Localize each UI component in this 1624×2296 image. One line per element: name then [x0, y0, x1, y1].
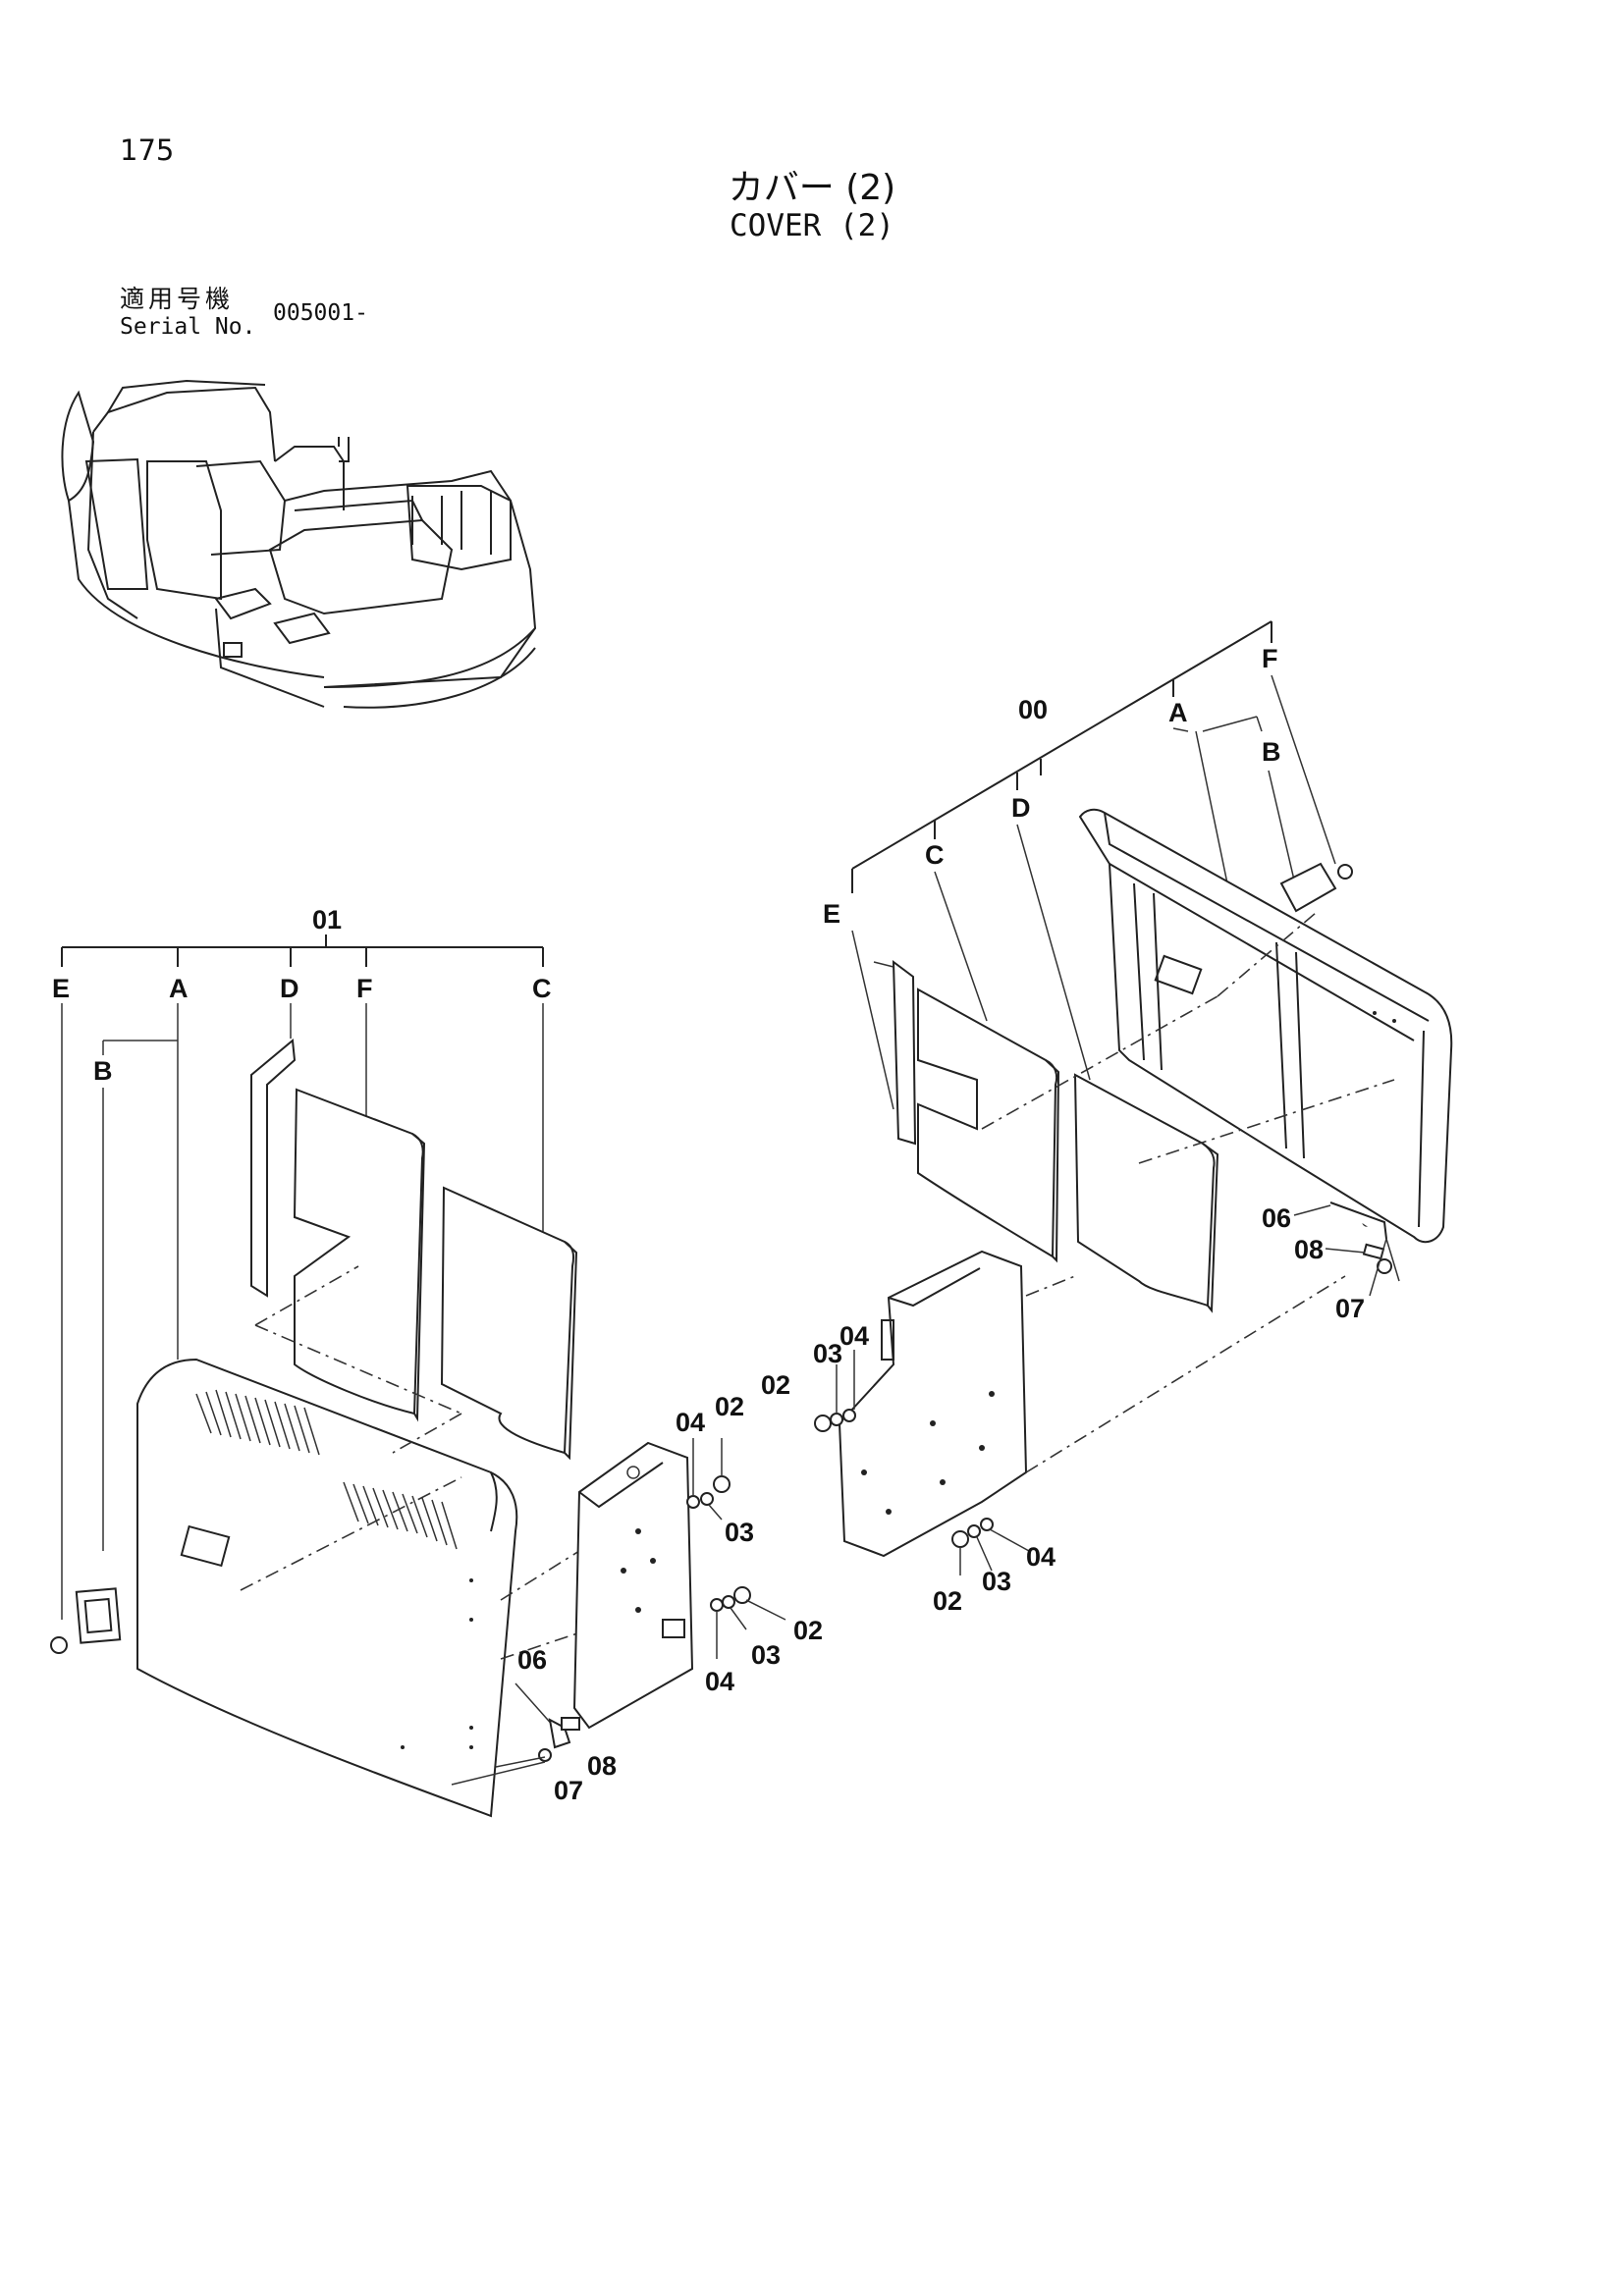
- middle-hardware-group: 03 04 02 04 03 02: [761, 1321, 1056, 1616]
- callout-left-C: C: [532, 974, 552, 1003]
- serial-label-japanese: 適用号機: [120, 285, 235, 313]
- callout-left-03a: 03: [725, 1518, 754, 1547]
- callout-left-07: 07: [554, 1776, 583, 1805]
- left-side-cover-panel: [136, 1358, 518, 1818]
- left-hardware-group: 04 02 03 02 03 04 06 07 08: [451, 1392, 823, 1805]
- right-seal-E: [873, 959, 917, 1146]
- callout-mid-02a: 02: [761, 1370, 790, 1400]
- callout-right-A: A: [1168, 698, 1188, 727]
- callout-left-D: D: [280, 974, 299, 1003]
- left-latch-B: [50, 1587, 122, 1654]
- callout-left-06: 06: [517, 1645, 547, 1675]
- serial-label-english: Serial No.: [120, 314, 256, 340]
- page-number: 175: [120, 133, 175, 167]
- callout-01: 01: [312, 905, 342, 934]
- callout-left-B: B: [93, 1056, 113, 1086]
- callout-right-E: E: [823, 899, 840, 929]
- callout-left-02a: 02: [715, 1392, 744, 1421]
- right-insulation-C: [917, 988, 1060, 1263]
- callout-left-04a: 04: [676, 1408, 705, 1437]
- callout-right-B: B: [1262, 737, 1281, 767]
- callout-mid-03b: 03: [982, 1567, 1011, 1596]
- excavator-overview-illustration: [61, 379, 537, 709]
- callout-left-03b: 03: [751, 1640, 781, 1670]
- left-insulation-F: [293, 1088, 426, 1422]
- callout-mid-02b: 02: [933, 1586, 962, 1616]
- callout-00: 00: [1018, 695, 1048, 724]
- left-mounting-bracket: [572, 1441, 694, 1730]
- callout-right-C: C: [925, 840, 945, 870]
- callout-left-E: E: [52, 974, 70, 1003]
- left-insulation-C: [440, 1186, 578, 1461]
- serial-number-value: 005001-: [273, 300, 368, 326]
- callout-left-04b: 04: [705, 1667, 734, 1696]
- page-title-japanese: カバー (2): [728, 168, 896, 208]
- left-assembly-leader-tree: 01 E A D F C B: [52, 905, 552, 1620]
- right-latch-B: [1279, 862, 1353, 913]
- callout-mid-03a: 03: [813, 1339, 842, 1368]
- callout-right-06: 06: [1262, 1203, 1291, 1233]
- right-assembly-leader-tree: 00 E C D A F B: [823, 620, 1336, 1110]
- callout-left-08: 08: [587, 1751, 617, 1781]
- callout-right-07: 07: [1335, 1294, 1365, 1323]
- callout-mid-04b: 04: [1026, 1542, 1056, 1572]
- callout-mid-04a: 04: [839, 1321, 869, 1351]
- callout-left-A: A: [169, 974, 189, 1003]
- callout-right-D: D: [1011, 793, 1031, 823]
- callout-right-08: 08: [1294, 1235, 1324, 1264]
- callout-right-F: F: [1262, 644, 1278, 673]
- left-seal-D: [250, 1039, 297, 1298]
- middle-mounting-plate: [838, 1250, 1028, 1558]
- callout-left-02b: 02: [793, 1616, 823, 1645]
- right-cover-frame-A: [1078, 808, 1453, 1244]
- page-title-english: COVER (2): [730, 208, 894, 243]
- callout-left-F: F: [356, 974, 373, 1003]
- right-insulation-D: [1073, 1073, 1219, 1313]
- right-hardware-group: 06 08 07: [1262, 1201, 1400, 1323]
